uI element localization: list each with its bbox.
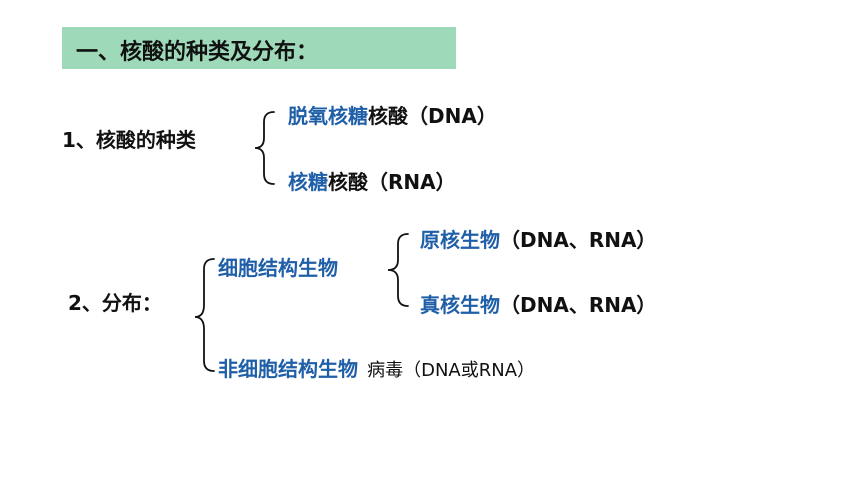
- prokaryote-note: （DNA、RNA）: [500, 228, 657, 252]
- rna-item-prefix: 核糖: [288, 170, 328, 194]
- eukaryote-note: （DNA、RNA）: [500, 293, 657, 317]
- cellular-label: 细胞结构生物: [218, 256, 338, 280]
- eukaryote-item: 真核生物（DNA、RNA）: [420, 289, 656, 318]
- section-header-bar: 一、核酸的种类及分布：: [62, 27, 456, 69]
- section1-brace: [254, 111, 275, 185]
- noncellular-item: 非细胞结构生物 病毒（DNA或RNA）: [218, 353, 535, 382]
- virus-label: 病毒: [367, 360, 404, 381]
- rna-item-suffix: 核酸（RNA）: [328, 170, 456, 194]
- dna-item-suffix: 核酸（DNA）: [368, 104, 497, 128]
- virus-note: （DNA或RNA）: [403, 360, 536, 381]
- noncellular-label: 非细胞结构生物: [218, 357, 358, 381]
- eukaryote-label: 真核生物: [420, 293, 500, 317]
- section1-label: 1、核酸的种类: [62, 128, 196, 152]
- section2-brace: [194, 258, 215, 372]
- header-title: 一、核酸的种类及分布：: [76, 40, 319, 65]
- dna-item: 脱氧核糖核酸（DNA）: [288, 100, 497, 129]
- dna-item-prefix: 脱氧核糖: [288, 104, 368, 128]
- cellular-brace: [387, 233, 409, 307]
- section2-label: 2、分布：: [68, 291, 162, 315]
- rna-item: 核糖核酸（RNA）: [288, 166, 456, 195]
- prokaryote-label: 原核生物: [420, 228, 500, 252]
- prokaryote-item: 原核生物（DNA、RNA）: [420, 224, 656, 253]
